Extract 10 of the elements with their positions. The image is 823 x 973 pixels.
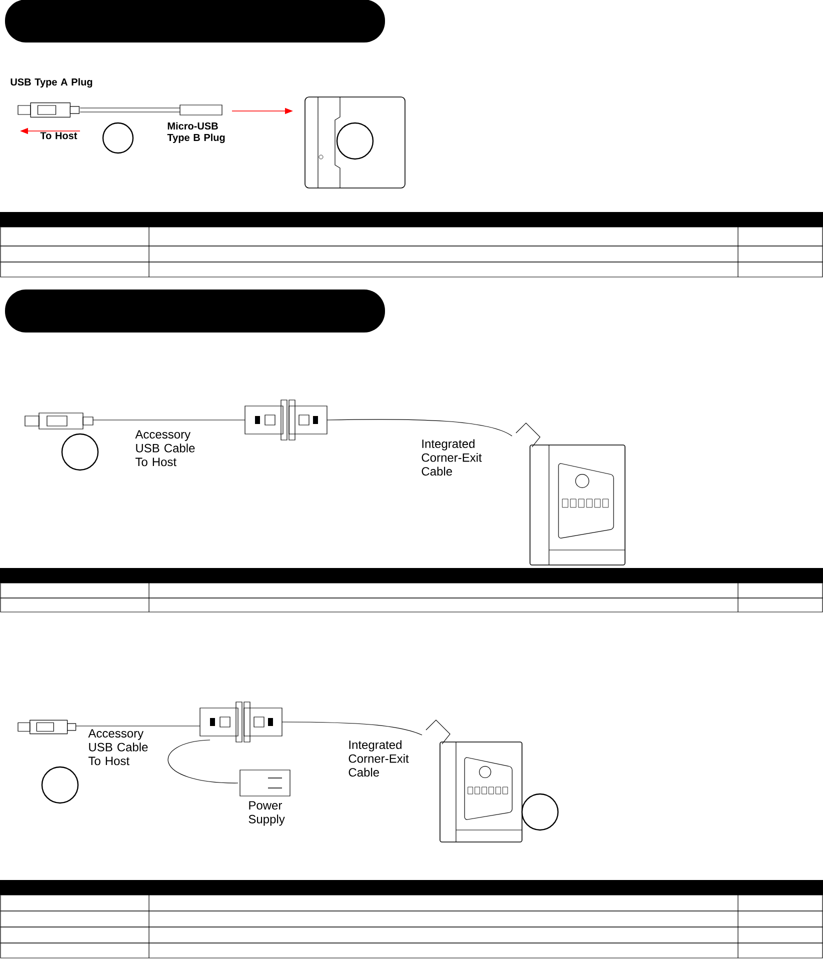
- callout-label: To Host: [40, 132, 78, 140]
- callout-label: Accessory USB Cable To Host: [135, 430, 195, 466]
- banner: [5, 0, 385, 42]
- callout-label: Accessory USB Cable To Host: [88, 729, 148, 766]
- callout-label: Integrated Corner-Exit Cable: [348, 740, 409, 777]
- callout-label: USB Type A Plug: [10, 78, 92, 88]
- callout-label: Integrated Corner-Exit Cable: [422, 439, 482, 476]
- banner: [5, 290, 385, 332]
- callout-label: Micro-USB Type B Plug: [167, 122, 225, 144]
- callout-label: Power Supply: [248, 801, 285, 826]
